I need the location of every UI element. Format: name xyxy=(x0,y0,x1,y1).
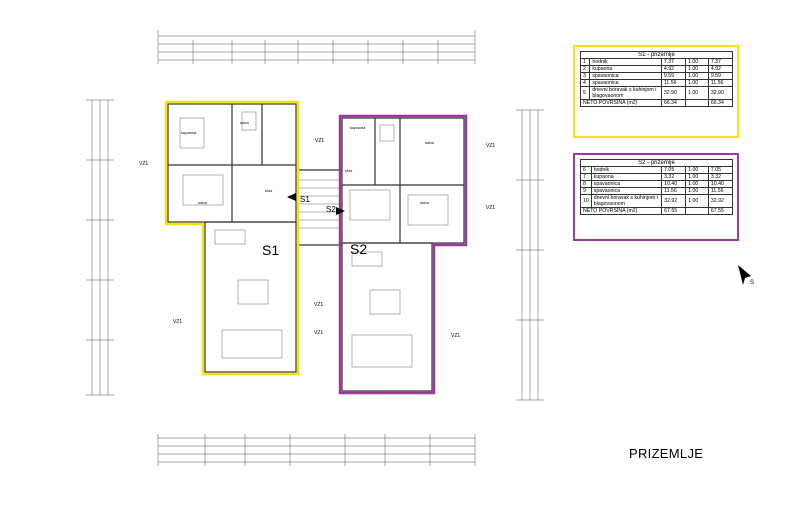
table-row: 2 kupaona 4.92 1.00 4.92 xyxy=(579,65,734,73)
table-title: S2 - prizemlje xyxy=(580,159,733,167)
table-frame-s1 xyxy=(573,45,739,138)
room-label: ulaz xyxy=(345,168,353,173)
window-tag: VZ1 xyxy=(451,333,461,339)
room-label: soba xyxy=(240,120,249,125)
table-total-row: NETO POVRŠINA (m2) 66.34 66.34 xyxy=(580,99,734,107)
window-tag: VZ1 xyxy=(315,138,325,144)
table-frame-s2 xyxy=(573,153,739,241)
table-title: S1 - prizemlje xyxy=(580,51,733,59)
unit-s2-outline xyxy=(338,114,468,395)
room-label: soba xyxy=(425,140,434,145)
entrance-label-s1: S1 xyxy=(300,195,310,204)
dimension-lines-left xyxy=(86,99,114,396)
table-row: 9 spavaonica 11.56 1.00 11.56 xyxy=(580,187,734,195)
table-row: 3 spavaonica 9.59 1.00 9.59 xyxy=(579,72,734,80)
table-row: 5 dnevni boravak s kuhinjom i blagovaono… xyxy=(579,86,734,100)
table-row: 8 spavaonica 10.40 1.00 10.40 xyxy=(580,180,734,188)
dimension-lines-bottom xyxy=(157,434,476,466)
unit-label-s2: S2 xyxy=(350,241,368,257)
window-tag: VZ1 xyxy=(314,330,324,336)
unit-label-s1: S1 xyxy=(262,242,280,258)
table-row: 1 hodnik 7.37 1.00 7.37 xyxy=(579,58,734,66)
room-label: soba xyxy=(198,200,207,205)
room-label: soba xyxy=(420,200,429,205)
unit-s1-outline xyxy=(164,100,300,376)
room-label: kupaona xyxy=(181,130,197,135)
dimension-lines-top xyxy=(157,30,476,64)
walls xyxy=(167,103,465,392)
window-tag: VZ1 xyxy=(173,319,183,325)
table-total-row: NETO POVRŠINA (m2) 67.55 67.55 xyxy=(579,207,734,215)
furniture xyxy=(179,111,449,368)
window-tag: VZ1 xyxy=(139,161,149,167)
room-label: ulaz xyxy=(265,188,273,193)
area-table-s1: S1 - prizemlje 1 hodnik 7.37 1.00 7.37 2… xyxy=(579,51,734,107)
area-table-s2: S2 - prizemlje 6 hodnik 7.05 1.00 7.05 7… xyxy=(579,159,734,215)
window-tag: VZ1 xyxy=(314,302,324,308)
window-tag: VZ1 xyxy=(486,143,496,149)
entrance-label-s2: S2 xyxy=(326,205,336,214)
room-label: kupaona xyxy=(350,125,366,130)
floor-label: PRIZEMLJE xyxy=(629,446,704,461)
table-row: 7 kupaona 3.32 1.00 3.32 xyxy=(580,173,734,181)
dimension-lines-right xyxy=(516,109,544,401)
table-row: 10 dnevni boravak s kuhinjom i blagovaon… xyxy=(580,194,734,208)
entrance-arrow-s2 xyxy=(336,207,345,215)
window-tag: VZ1 xyxy=(486,205,496,211)
table-row: 6 hodnik 7.05 1.00 7.05 xyxy=(580,166,734,174)
north-arrow-icon xyxy=(738,265,751,285)
north-label: S xyxy=(750,280,755,286)
table-row: 4 spavaonica 11.56 1.00 11.56 xyxy=(579,79,734,87)
entrance-arrow-s1 xyxy=(287,193,296,201)
stair xyxy=(298,179,340,229)
